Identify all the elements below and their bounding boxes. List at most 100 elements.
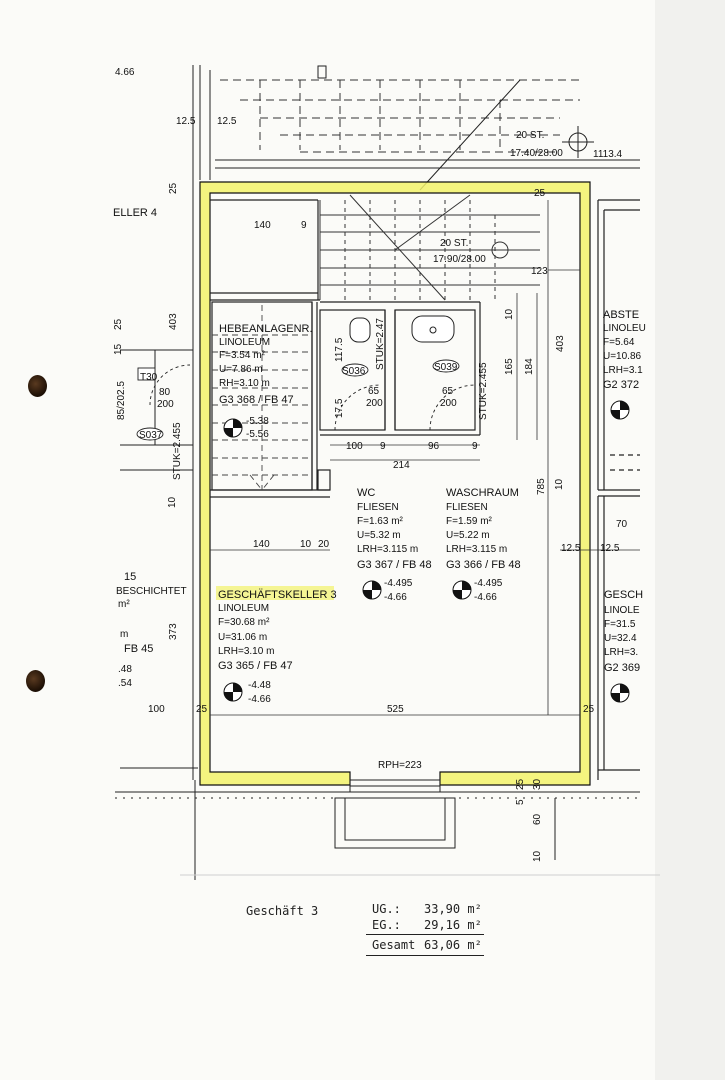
dim-25-left: 25 — [113, 318, 124, 330]
room-hebe-level2: -5.56 — [246, 429, 269, 440]
dim-117-5: 117.5 — [334, 337, 345, 362]
room-left15-m: m — [120, 629, 128, 640]
level-marker-gesch-right — [610, 683, 630, 703]
dim-200-b: 200 — [440, 398, 457, 409]
washbasin-icon — [411, 315, 455, 343]
dim-10-right: 10 — [554, 478, 565, 490]
left-wall-lines — [120, 65, 211, 780]
room-hebe-level1: -5.38 — [246, 416, 269, 427]
dim-403-right: 403 — [555, 335, 566, 352]
room-wc-level2: -4.66 — [384, 592, 407, 603]
punch-hole-bottom — [26, 670, 45, 692]
scan-edge — [655, 0, 725, 1080]
room-wasch-code: G3 366 / FB 48 — [446, 559, 521, 571]
dim-12-5-b: 12.5 — [600, 543, 620, 554]
room-abste-label: ABSTE LINOLEU F=5.64 U=10.86 LRH=3.1 G2 … — [603, 309, 646, 391]
corner-text: 4.66 — [115, 67, 135, 78]
dim-15-left: 15 — [113, 343, 124, 355]
room-left15-num: 15 — [124, 571, 136, 583]
dim-140-mid: 140 — [253, 539, 270, 550]
room-abste-name: ABSTE — [603, 309, 639, 321]
lower-stair-ratio: 17.90/28.00 — [433, 254, 486, 265]
room-left15-label: 15 BESCHICHTET m² m FB 45 .48 .54 — [116, 571, 187, 689]
dim-80: 80 — [159, 387, 171, 398]
summary-eg-value: 29,16 m² — [424, 918, 482, 932]
room-gk3-code: G3 365 / FB 47 — [218, 660, 293, 672]
level-marker-wasch — [452, 580, 472, 600]
room-wasch-perimeter: U=5.22 m — [446, 530, 490, 541]
room-wasch-label: WASCHRAUM FLIESEN F=1.59 m² U=5.22 m LRH… — [446, 487, 521, 603]
tag-s036 — [341, 363, 369, 377]
room-hebe-label: HEBEANLAGENR. LINOLEUM F=3.54 m² U=7.86 … — [219, 323, 313, 440]
room-wasch-name: WASCHRAUM — [446, 487, 519, 499]
dim-140-top: 140 — [254, 220, 271, 231]
summary-ug-label: UG.: — [372, 902, 401, 916]
upper-stair-ratio: 17.40/28.00 — [510, 148, 563, 159]
summary-divider — [366, 934, 484, 935]
stuk-c: STUK=2.455 — [172, 422, 183, 480]
dim-17-5: 17.5 — [334, 398, 345, 418]
dim-184: 184 — [524, 358, 535, 375]
summary-total-label: Gesamt — [372, 938, 416, 952]
dim-25-br: 25 — [583, 704, 595, 715]
tag-s039 — [432, 359, 460, 373]
room-hebe-code: G3 368 / FB 47 — [219, 394, 294, 406]
room-gk3-perimeter: U=31.06 m — [218, 632, 267, 643]
dim-9-top: 9 — [301, 220, 307, 231]
room-wc-floor: FLIESEN — [357, 502, 399, 513]
room-hebe-floor: LINOLEUM — [219, 337, 270, 348]
room-hebe-perimeter: U=7.86 m — [219, 364, 263, 375]
room-wasch-level1: -4.495 — [474, 578, 503, 589]
dim-123: 123 — [531, 266, 548, 277]
room-wasch-area: F=1.59 m² — [446, 516, 493, 527]
dim-200-a: 200 — [366, 398, 383, 409]
dim-12-5-a: 12.5 — [561, 543, 581, 554]
dim-785: 785 — [536, 478, 547, 495]
dim-165: 165 — [504, 358, 515, 375]
lower-stair — [319, 194, 540, 301]
room-hebe-name: HEBEANLAGENR. — [219, 323, 313, 335]
room-abste-floor: LINOLEU — [603, 323, 646, 334]
room-wc-label: WC FLIESEN F=1.63 m² U=5.32 m LRH=3.115 … — [357, 487, 432, 603]
dim-25-top-left: 25 — [168, 182, 179, 194]
room-gk3-level2: -4.66 — [248, 694, 271, 705]
summary-total-value: 63,06 m² — [424, 938, 482, 952]
wc-walls — [319, 301, 481, 436]
tag-t30 — [137, 367, 156, 381]
dim-373: 373 — [168, 623, 179, 640]
room-gk3-name: GESCHÄFTSKELLER 3 — [218, 589, 337, 601]
dim-525: 525 — [387, 704, 404, 715]
room-wc-level1: -4.495 — [384, 578, 413, 589]
room-gk3-floor: LINOLEUM — [218, 603, 269, 614]
room-left15-v1: .48 — [118, 664, 132, 675]
room-gesch-right-name: GESCH — [604, 589, 643, 601]
level-marker-hebe — [223, 418, 243, 438]
room-wasch-level2: -4.66 — [474, 592, 497, 603]
room-hebe-area: F=3.54 m² — [219, 350, 266, 361]
dim-25-bl: 25 — [196, 704, 208, 715]
left-door-swing — [149, 364, 191, 406]
dim-25-top-right: 25 — [534, 188, 546, 199]
dim-top-right: 1113.4 — [593, 149, 623, 160]
dim-70: 70 — [616, 519, 628, 530]
wasch-door-swing — [429, 384, 476, 431]
dim-214: 214 — [393, 460, 410, 471]
room-abste-code: G2 372 — [603, 379, 639, 391]
room-abste-perimeter: U=10.86 — [603, 351, 642, 362]
level-marker-wc — [362, 580, 382, 600]
dim-200-c: 200 — [157, 399, 174, 410]
room-left15-code: FB 45 — [124, 643, 153, 655]
tag-s039-label: S039 — [434, 362, 458, 373]
summary-eg-label: EG.: — [372, 918, 401, 932]
room-gk3-height: LRH=3.10 m — [218, 646, 274, 657]
room-wasch-height: LRH=3.115 m — [446, 544, 507, 555]
room-keller4-name: ELLER 4 — [113, 207, 157, 219]
dim-30-bottom: 30 — [532, 778, 543, 790]
dim-96: 96 — [428, 441, 440, 452]
dim-403-left: 403 — [168, 313, 179, 330]
room-gk3-label: GESCHÄFTSKELLER 3 LINOLEUM F=30.68 m² U=… — [216, 586, 337, 705]
dim-25-bottom: 25 — [515, 778, 526, 790]
room-abste-height: LRH=3.1 — [603, 365, 643, 376]
dim-9-b: 9 — [472, 441, 478, 452]
room-wc-code: G3 367 / FB 48 — [357, 559, 432, 571]
